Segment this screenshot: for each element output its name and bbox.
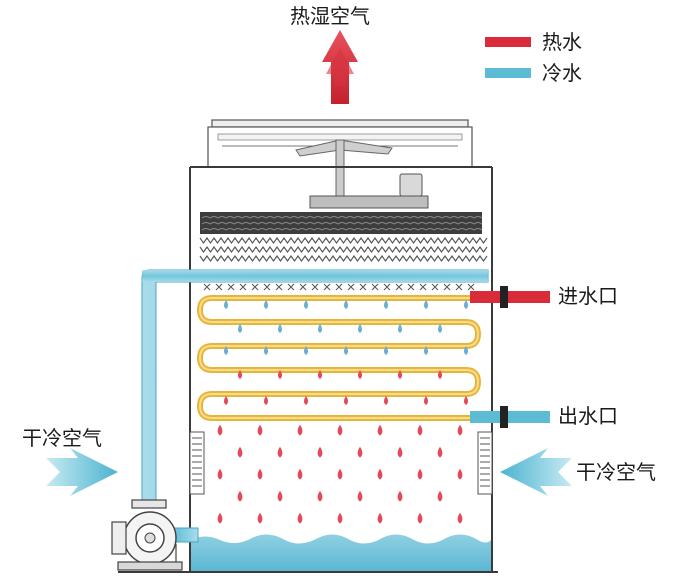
legend-label-cold-water: 冷水 xyxy=(542,61,582,85)
label-dry-air-left: 干冷空气 xyxy=(22,426,102,450)
air-inlet-louver-right xyxy=(477,431,493,495)
air-inlet-louver-left xyxy=(189,431,205,495)
water-outlet-pipe xyxy=(470,406,550,428)
cold-water-basin xyxy=(191,534,491,571)
circulation-pump xyxy=(111,499,199,571)
dry-air-arrow-right-icon xyxy=(500,448,572,496)
heat-exchange-coil xyxy=(197,295,481,421)
label-dry-air-right: 干冷空气 xyxy=(576,460,656,484)
legend-swatch-cold xyxy=(485,68,531,78)
dry-air-arrow-left-icon xyxy=(46,448,118,496)
spray-supply-pipe xyxy=(141,269,489,503)
label-hot-humid-air: 热湿空气 xyxy=(290,4,370,28)
legend xyxy=(485,37,531,78)
water-inlet-pipe xyxy=(470,286,550,308)
water-droplets xyxy=(217,300,468,524)
label-water-inlet: 进水口 xyxy=(558,284,618,308)
label-water-outlet: 出水口 xyxy=(558,404,618,428)
legend-label-hot-water: 热水 xyxy=(542,30,582,54)
tower-body xyxy=(118,166,498,573)
spray-nozzle-row xyxy=(203,283,475,291)
fan-housing xyxy=(207,119,473,209)
hot-air-up-arrow-icon xyxy=(322,30,358,104)
drift-eliminator xyxy=(200,212,483,234)
legend-swatch-hot xyxy=(485,37,531,47)
fill-media xyxy=(199,237,488,262)
